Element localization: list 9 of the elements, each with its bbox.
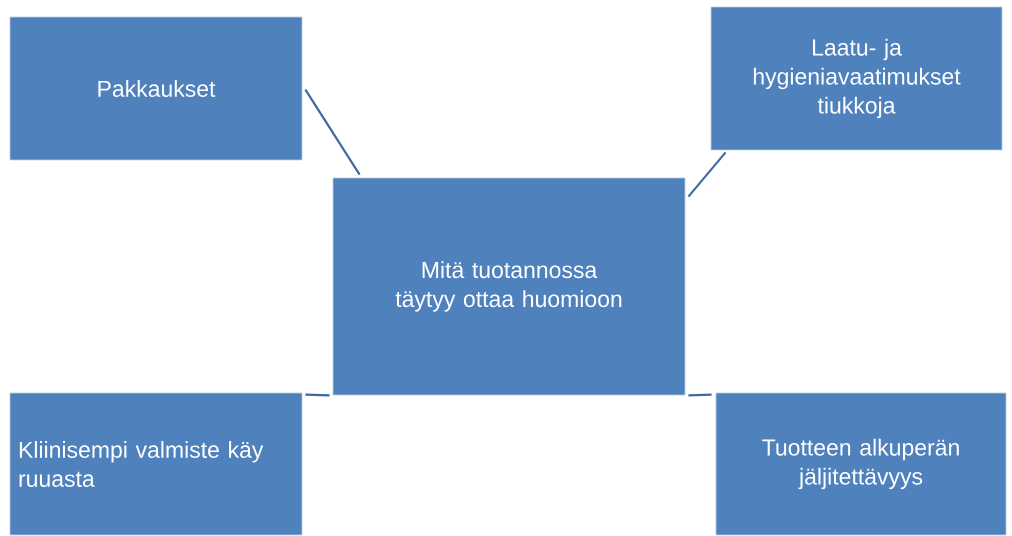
- text-box: Pakkaukset: [9, 16, 303, 161]
- connector-line: [304, 89, 361, 176]
- text-box: Kliinisempi valmiste käy ruuasta: [9, 392, 303, 536]
- text-box: Tuotteen alkuperän jäljitettävyys: [715, 392, 1007, 536]
- text-box: Mitä tuotannossa täytyy ottaa huomioon: [332, 177, 686, 396]
- connector-line: [305, 393, 330, 397]
- text-box: Laatu- ja hygieniavaatimukset tiukkoja: [710, 6, 1003, 151]
- connector-line: [688, 393, 712, 397]
- connector-line: [687, 151, 727, 198]
